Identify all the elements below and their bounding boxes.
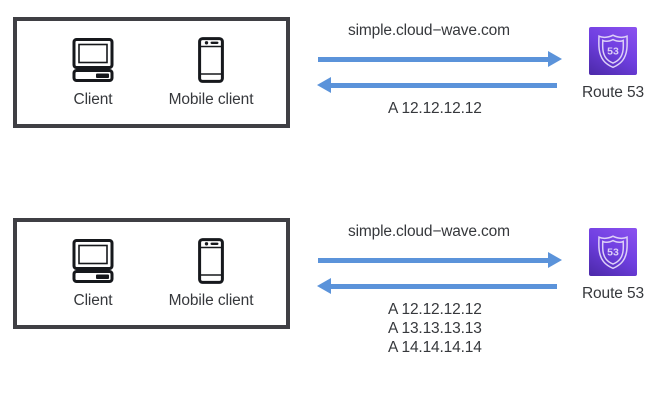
dns-query-label: simple.cloud−wave.com <box>348 22 510 39</box>
dns-flow-diagram-multi-answer: Client Mobile client simple.cloud−wave.c… <box>0 201 660 401</box>
request-arrow-line <box>318 258 550 263</box>
mobile-phone-icon <box>156 29 266 91</box>
desktop-computer-icon <box>38 230 148 292</box>
route53-icon-text: 53 <box>607 46 619 58</box>
request-arrow-head-icon <box>548 252 562 268</box>
request-arrow-line <box>318 57 550 62</box>
device-label: Mobile client <box>168 292 254 309</box>
request-arrow-head-icon <box>548 51 562 67</box>
response-arrow-line <box>325 284 557 289</box>
device-client: Client <box>38 230 148 310</box>
client-group-box: Client Mobile client <box>13 17 290 128</box>
service-route53: 53 Route 53 <box>578 27 648 102</box>
device-label: Client <box>73 91 113 108</box>
device-label: Mobile client <box>168 91 254 108</box>
device-label: Client <box>73 292 113 309</box>
route53-icon-text: 53 <box>607 247 619 259</box>
device-mobile-client: Mobile client <box>156 29 266 109</box>
route53-shield-icon: 53 <box>589 228 637 276</box>
dns-query-label: simple.cloud−wave.com <box>348 223 510 240</box>
response-arrow-head-icon <box>317 278 331 294</box>
response-arrow-line <box>325 83 557 88</box>
dns-flow-diagram-single-answer: Client Mobile client simple.cloud−wave.c… <box>0 0 660 200</box>
route53-shield-icon: 53 <box>589 27 637 75</box>
service-label: Route 53 <box>581 84 645 101</box>
client-group-box: Client Mobile client <box>13 218 290 329</box>
response-arrow-head-icon <box>317 77 331 93</box>
desktop-computer-icon <box>38 29 148 91</box>
dns-answer-label: A 12.12.12.12 <box>388 100 482 117</box>
service-label: Route 53 <box>581 285 645 302</box>
device-mobile-client: Mobile client <box>156 230 266 310</box>
mobile-phone-icon <box>156 230 266 292</box>
dns-answer-label: A 12.12.12.12 A 13.13.13.13 A 14.14.14.1… <box>388 301 482 356</box>
service-route53: 53 Route 53 <box>578 228 648 303</box>
device-client: Client <box>38 29 148 109</box>
